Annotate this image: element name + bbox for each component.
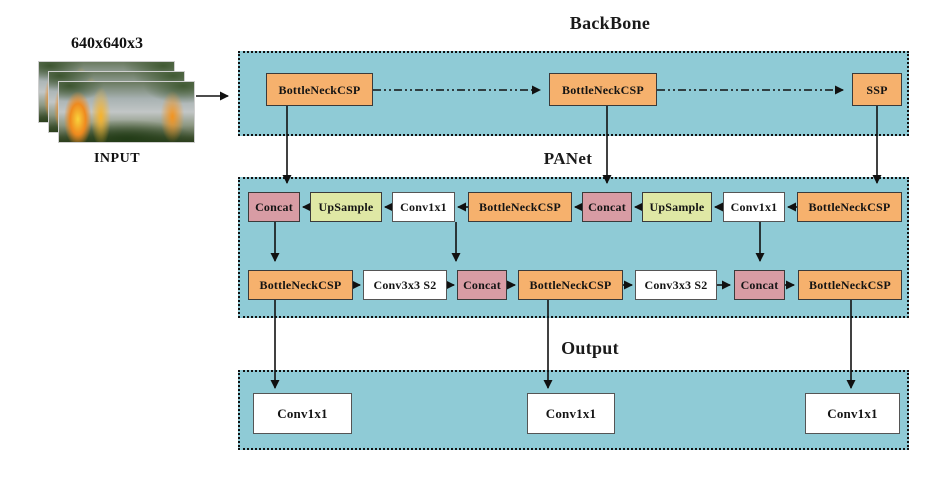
- node-panet-row1-concat-2: Concat: [582, 192, 632, 222]
- node-panet-row1-upsample-1: UpSample: [310, 192, 382, 222]
- node-panet-row2-conv3x3-2: Conv3x3 S2: [635, 270, 717, 300]
- node-panet-row1-bottleneckcsp-1: BottleNeckCSP: [468, 192, 572, 222]
- node-output-conv1x1-1: Conv1x1: [253, 393, 352, 434]
- node-panet-row2-bottleneckcsp-1: BottleNeckCSP: [248, 270, 353, 300]
- node-backbone-bottleneckcsp-1: BottleNeckCSP: [266, 73, 373, 106]
- node-panet-row2-conv3x3-1: Conv3x3 S2: [363, 270, 447, 300]
- input-image-front: [58, 81, 195, 143]
- node-output-conv1x1-3: Conv1x1: [805, 393, 900, 434]
- node-panet-row1-conv1x1-2: Conv1x1: [723, 192, 785, 222]
- node-output-conv1x1-2: Conv1x1: [527, 393, 615, 434]
- output-title: Output: [561, 338, 619, 358]
- node-panet-row1-bottleneckcsp-2: BottleNeckCSP: [797, 192, 902, 222]
- node-panet-row2-bottleneckcsp-2: BottleNeckCSP: [518, 270, 623, 300]
- node-backbone-bottleneckcsp-2: BottleNeckCSP: [549, 73, 657, 106]
- node-backbone-ssp: SSP: [852, 73, 902, 106]
- input-caption: INPUT: [93, 151, 141, 166]
- node-panet-row1-concat-1: Concat: [248, 192, 300, 222]
- node-panet-row1-upsample-2: UpSample: [642, 192, 712, 222]
- node-panet-row1-conv1x1-1: Conv1x1: [392, 192, 455, 222]
- backbone-title: BackBone: [569, 13, 651, 33]
- panet-title: PANet: [543, 149, 593, 168]
- node-panet-row2-concat-2: Concat: [734, 270, 785, 300]
- node-panet-row2-concat-1: Concat: [457, 270, 507, 300]
- node-panet-row2-bottleneckcsp-3: BottleNeckCSP: [798, 270, 902, 300]
- input-size-label: 640x640x3: [71, 35, 143, 52]
